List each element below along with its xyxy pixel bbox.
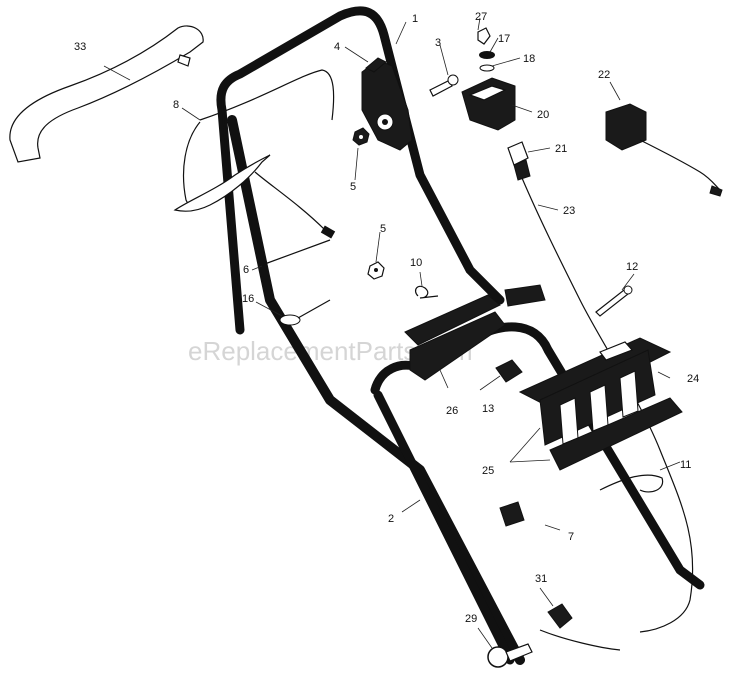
callout-2: 2 (388, 513, 394, 525)
callout-31: 31 (535, 573, 547, 585)
callout-5-lower: 5 (380, 223, 386, 235)
part-3-bolt (429, 74, 459, 97)
callout-21: 21 (555, 143, 567, 155)
part-21-connector (507, 141, 531, 181)
part-13-clip (495, 359, 523, 383)
callout-11: 11 (680, 459, 691, 471)
callout-33: 33 (74, 41, 86, 53)
callout-3: 3 (435, 37, 441, 49)
callout-17: 17 (498, 33, 510, 45)
callout-16: 16 (242, 293, 254, 305)
callout-6: 6 (243, 264, 249, 276)
part-7-block (499, 501, 525, 527)
part-26-crossbar (404, 284, 546, 381)
callout-18: 18 (523, 53, 535, 65)
part-20-switch-box (461, 77, 516, 131)
part-25-battery-tray (549, 397, 683, 471)
part-12-bolt (595, 285, 633, 317)
callout-27: 27 (475, 11, 487, 23)
part-4-control-lever (361, 57, 413, 151)
callout-23: 23 (563, 205, 575, 217)
callout-7: 7 (568, 531, 574, 543)
callout-1: 1 (412, 13, 418, 25)
callout-4: 4 (334, 41, 340, 53)
part-16-clip (279, 299, 331, 326)
callout-25: 25 (482, 465, 494, 477)
part-6-cable (254, 171, 336, 266)
part-23-wire-harness (521, 177, 694, 633)
callout-24: 24 (687, 373, 699, 385)
part-31-bracket (539, 603, 621, 651)
part-24-battery-cover (518, 337, 672, 446)
part-27-key (477, 27, 491, 45)
callout-10: 10 (410, 257, 422, 269)
part-5-nut-lower (367, 261, 385, 280)
callout-22: 22 (598, 69, 610, 81)
part-11-cable (599, 474, 664, 493)
part-33-grip (9, 25, 204, 163)
leader-lines (103, 17, 681, 649)
callout-26: 26 (446, 405, 458, 417)
part-10-clip (414, 285, 439, 299)
part-17-washer (479, 51, 495, 59)
callout-8: 8 (173, 99, 179, 111)
part-18-spring (479, 64, 495, 72)
callout-13: 13 (482, 403, 494, 415)
part-29-bolt (487, 643, 533, 668)
callout-20: 20 (537, 109, 549, 121)
part-5-nut-upper (352, 127, 370, 146)
callout-12: 12 (626, 261, 638, 273)
callout-5-upper: 5 (350, 181, 356, 193)
callout-29: 29 (465, 613, 477, 625)
part-22-charger (605, 103, 723, 197)
callout-labels: 1 2 3 4 5 5 6 7 8 10 11 12 13 16 17 18 2… (74, 11, 699, 625)
part-1-upper-handle (216, 6, 505, 335)
part-8-cable (173, 69, 335, 212)
